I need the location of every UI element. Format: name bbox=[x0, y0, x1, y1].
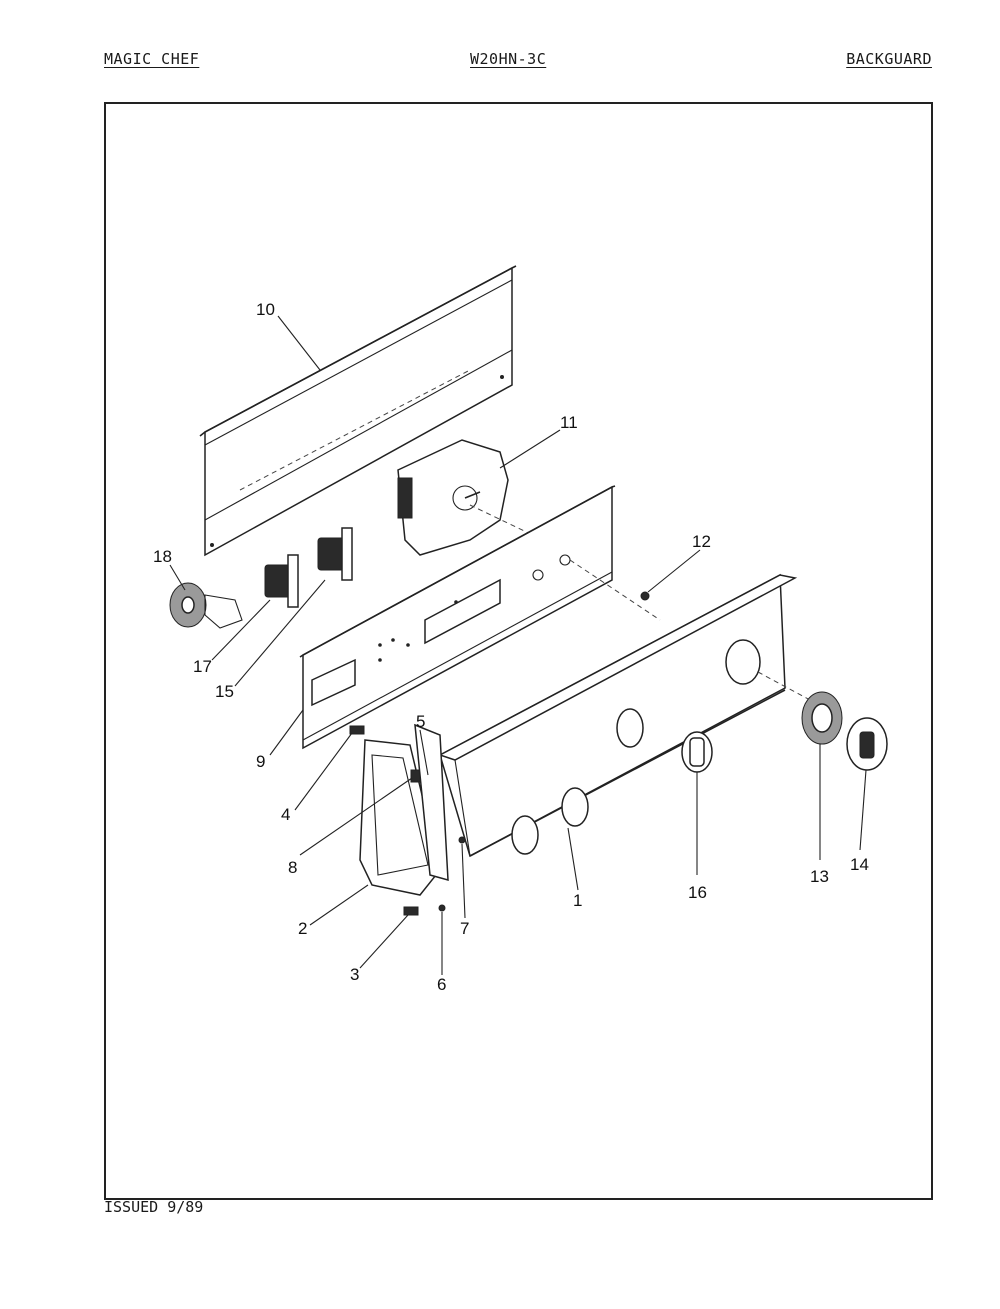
part-16-knob bbox=[681, 731, 713, 773]
part-12-screw bbox=[640, 591, 650, 601]
callout-3: 3 bbox=[350, 965, 359, 984]
callout-1: 1 bbox=[573, 891, 582, 910]
callout-13: 13 bbox=[810, 867, 829, 886]
callout-14: 14 bbox=[850, 855, 869, 874]
callout-4: 4 bbox=[281, 805, 290, 824]
brand-label: MAGIC CHEF bbox=[104, 50, 200, 68]
section-title: BACKGUARD bbox=[846, 50, 932, 68]
callout-9: 9 bbox=[256, 752, 265, 771]
part-1-backguard-housing bbox=[438, 573, 811, 858]
part-3-clip bbox=[403, 906, 419, 916]
leader-lines bbox=[169, 315, 867, 975]
part-7-screw bbox=[458, 836, 466, 844]
callout-6: 6 bbox=[437, 975, 446, 994]
callout-7: 7 bbox=[460, 919, 469, 938]
part-11-timer bbox=[397, 439, 561, 556]
issued-date: ISSUED 9/89 bbox=[104, 1198, 204, 1216]
part-13-dial-skirt bbox=[801, 691, 843, 745]
part-4-clip bbox=[349, 725, 365, 735]
part-14-dial-knob bbox=[846, 717, 888, 771]
diagram-frame bbox=[104, 102, 933, 1200]
part-5-trim bbox=[414, 723, 449, 882]
part-18-pressure-switch bbox=[169, 582, 243, 629]
part-9-control-panel bbox=[299, 485, 661, 750]
callout-11: 11 bbox=[560, 413, 578, 432]
part-6-screw bbox=[438, 904, 446, 912]
callout-5: 5 bbox=[416, 712, 425, 731]
callout-18: 18 bbox=[153, 547, 172, 566]
callout-15: 15 bbox=[215, 682, 234, 701]
callout-10: 10 bbox=[256, 300, 275, 319]
model-number: W20HN-3C bbox=[470, 50, 547, 68]
callout-2: 2 bbox=[298, 919, 307, 938]
callout-16: 16 bbox=[688, 883, 707, 902]
part-15-switch bbox=[317, 527, 353, 581]
part-10-rear-shield bbox=[199, 265, 517, 557]
callout-12: 12 bbox=[692, 532, 711, 551]
part-17-switch bbox=[264, 554, 299, 608]
callout-8: 8 bbox=[288, 858, 297, 877]
callout-17: 17 bbox=[193, 657, 212, 676]
part-2-end-cap bbox=[359, 739, 441, 896]
